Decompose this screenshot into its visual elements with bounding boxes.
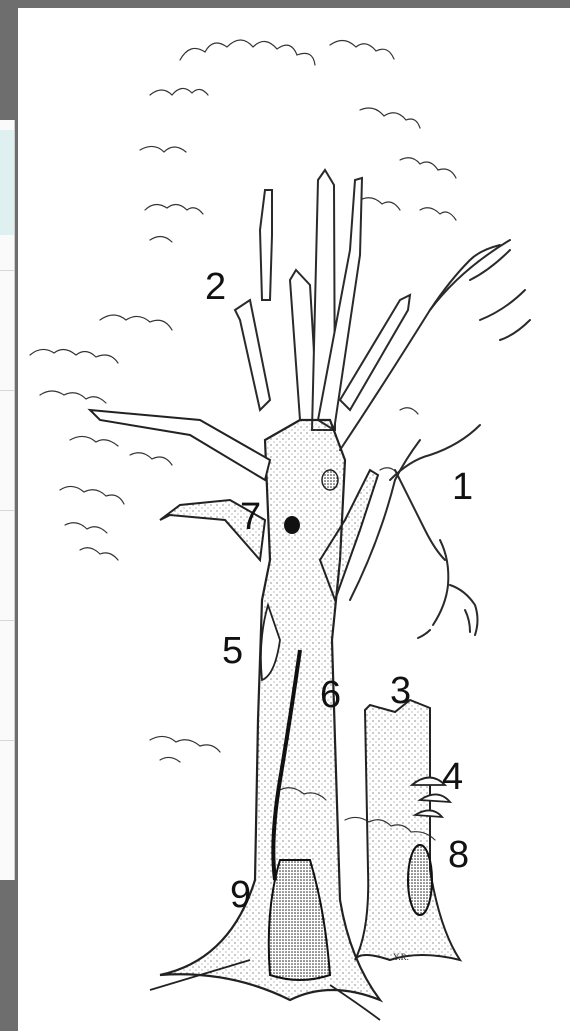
label-8: 8: [448, 836, 469, 874]
dead-branch: [340, 240, 530, 638]
snag-cavity: [408, 845, 432, 915]
trunk-hole: [284, 516, 300, 534]
label-2: 2: [205, 268, 226, 306]
artist-signature: Y.R.: [393, 952, 409, 962]
label-9: 9: [230, 876, 251, 914]
label-3: 3: [390, 672, 411, 710]
label-4: 4: [442, 758, 463, 796]
label-5: 5: [222, 632, 243, 670]
label-1: 1: [452, 468, 473, 506]
snag-stump: [355, 700, 460, 960]
label-6: 6: [320, 676, 341, 714]
upper-branches: [235, 170, 410, 430]
label-7: 7: [240, 498, 261, 536]
knot: [322, 470, 338, 490]
